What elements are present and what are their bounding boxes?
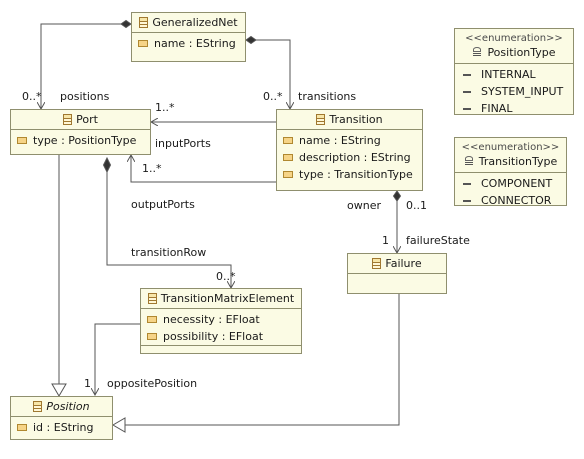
enum-literal-row[interactable]: INTERNAL (461, 66, 573, 83)
positions-diamond (120, 19, 132, 29)
enum-literal-row[interactable]: COMPONENT (461, 175, 566, 192)
owner-role-label: owner (347, 199, 381, 212)
attribute-icon (147, 333, 157, 340)
attribute-compartment (348, 274, 446, 284)
input-ports-multiplicity: 1..* (155, 101, 175, 114)
owner-diamond (392, 190, 402, 202)
class-icon (147, 293, 157, 304)
class-icon (372, 258, 382, 269)
class-icon (63, 114, 73, 125)
output-ports-role-label: outputPorts (131, 198, 195, 211)
failure-generalization-head (112, 417, 126, 433)
operation-compartment (141, 345, 301, 356)
attribute-label: possibility : EFloat (163, 330, 264, 343)
enum-literal: COMPONENT (481, 177, 553, 190)
attribute-row[interactable]: type : TransitionType (283, 166, 422, 183)
class-transition[interactable]: Transition name : EString description : … (276, 109, 423, 191)
enum-transition-type[interactable]: <<enumeration>> TransitionType COMPONENT… (454, 137, 567, 209)
class-name: Position (46, 400, 90, 413)
enum-position-type[interactable]: <<enumeration>> PositionType INTERNAL SY… (454, 28, 574, 115)
transition-row-multiplicity: 0..* (216, 270, 236, 283)
enum-literal: INTERNAL (481, 68, 536, 81)
class-name: GeneralizedNet (152, 16, 238, 29)
enum-literal: FINAL (481, 102, 513, 115)
transitions-role-label: transitions (298, 90, 357, 103)
enum-stereotype: <<enumeration>> (461, 141, 560, 153)
enum-stereotype: <<enumeration>> (465, 32, 563, 44)
transition-row-role-label: transitionRow (131, 246, 207, 259)
positions-multiplicity: 0..* (22, 90, 42, 103)
opposite-position-role-label: oppositePosition (107, 377, 198, 390)
class-transition-matrix-element[interactable]: TransitionMatrixElement necessity : EFlo… (140, 288, 302, 354)
class-failure[interactable]: Failure (347, 253, 447, 294)
literal-icon (463, 73, 471, 76)
attribute-row[interactable]: possibility : EFloat (147, 328, 301, 345)
enum-literal-row[interactable]: CONNECTOR (461, 192, 566, 209)
transitions-multiplicity: 0..* (263, 90, 283, 103)
class-icon (316, 114, 326, 125)
attribute-row[interactable]: type : PositionType (17, 132, 150, 149)
class-name: Port (76, 113, 98, 126)
attribute-row[interactable]: necessity : EFloat (147, 311, 301, 328)
enum-literal-row[interactable]: SYSTEM_INPUT (461, 83, 573, 100)
literal-icon (463, 107, 471, 110)
attribute-row[interactable]: name : EString (138, 35, 245, 52)
transition-row-edge (106, 172, 231, 288)
opposite-position-multiplicity: 1 (84, 377, 91, 390)
enum-literal: CONNECTOR (481, 194, 552, 207)
attribute-label: type : TransitionType (299, 168, 413, 181)
attribute-icon (17, 137, 27, 144)
attribute-row[interactable]: description : EString (283, 149, 422, 166)
attribute-icon (147, 316, 157, 323)
class-name: TransitionMatrixElement (160, 292, 295, 305)
literal-icon (463, 90, 471, 93)
attribute-label: id : EString (33, 421, 94, 434)
owner-multiplicity: 0..1 (406, 199, 427, 212)
attribute-label: name : EString (154, 37, 236, 50)
literal-icon (463, 199, 471, 202)
output-ports-multiplicity: 1..* (142, 162, 162, 175)
attribute-label: description : EString (299, 151, 411, 164)
enum-literal: SYSTEM_INPUT (481, 85, 564, 98)
attribute-icon (138, 40, 148, 47)
transition-row-diamond (102, 156, 112, 174)
input-ports-role-label: inputPorts (155, 137, 211, 150)
attribute-icon (17, 424, 27, 431)
class-generalized-net[interactable]: GeneralizedNet name : EString (131, 12, 246, 62)
attribute-icon (283, 137, 293, 144)
enumeration-icon (472, 47, 483, 58)
attribute-label: necessity : EFloat (163, 313, 260, 326)
attribute-label: type : PositionType (33, 134, 137, 147)
class-port[interactable]: Port type : PositionType (10, 109, 151, 155)
enum-name: TransitionType (478, 154, 558, 168)
attribute-icon (283, 154, 293, 161)
literal-icon (463, 182, 471, 185)
enumeration-icon (464, 156, 475, 167)
enum-name: PositionType (487, 45, 556, 59)
class-icon (33, 401, 43, 412)
attribute-icon (283, 171, 293, 178)
failure-state-multiplicity: 1 (382, 234, 389, 247)
positions-role-label: positions (60, 90, 110, 103)
failure-state-role-label: failureState (406, 234, 470, 247)
port-generalization-head (51, 383, 67, 397)
class-position[interactable]: Position id : EString (10, 396, 113, 440)
attribute-row[interactable]: id : EString (17, 419, 112, 436)
class-name: Failure (385, 257, 422, 270)
class-name: Transition (329, 113, 383, 126)
attribute-row[interactable]: name : EString (283, 132, 422, 149)
class-icon (139, 17, 149, 28)
attribute-label: name : EString (299, 134, 381, 147)
enum-literal-row[interactable]: FINAL (461, 100, 573, 117)
transitions-diamond (245, 35, 257, 45)
